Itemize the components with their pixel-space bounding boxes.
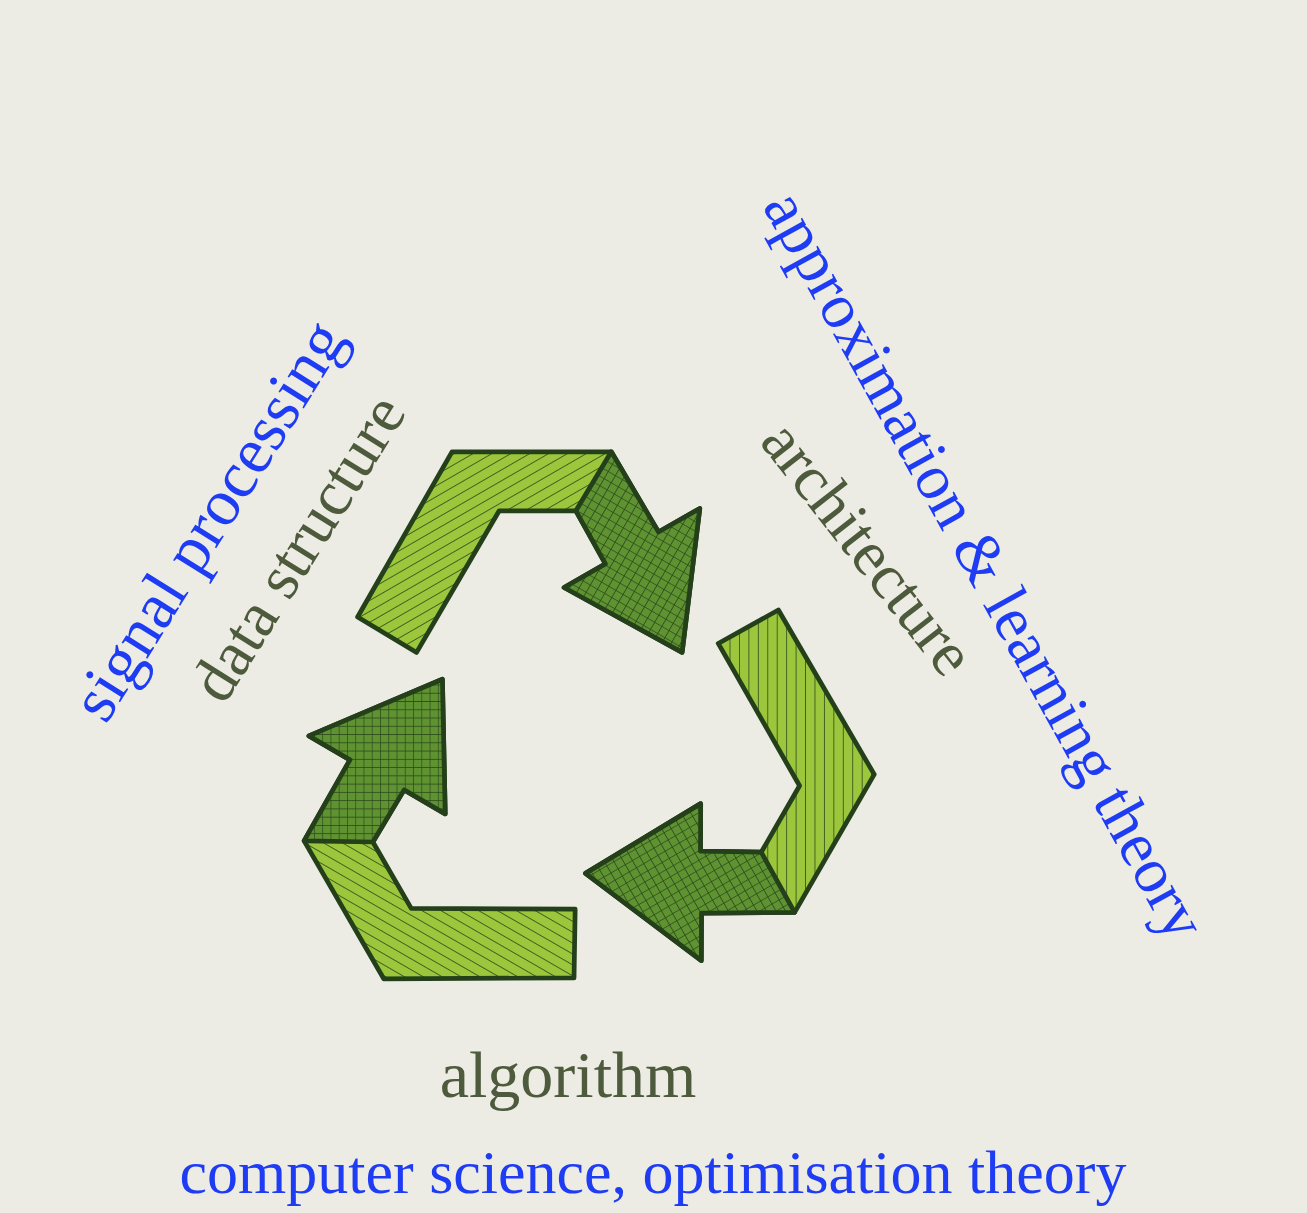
concept-label: algorithm [440, 1042, 697, 1108]
field-label: computer science, optimisation theory [180, 1141, 1127, 1203]
